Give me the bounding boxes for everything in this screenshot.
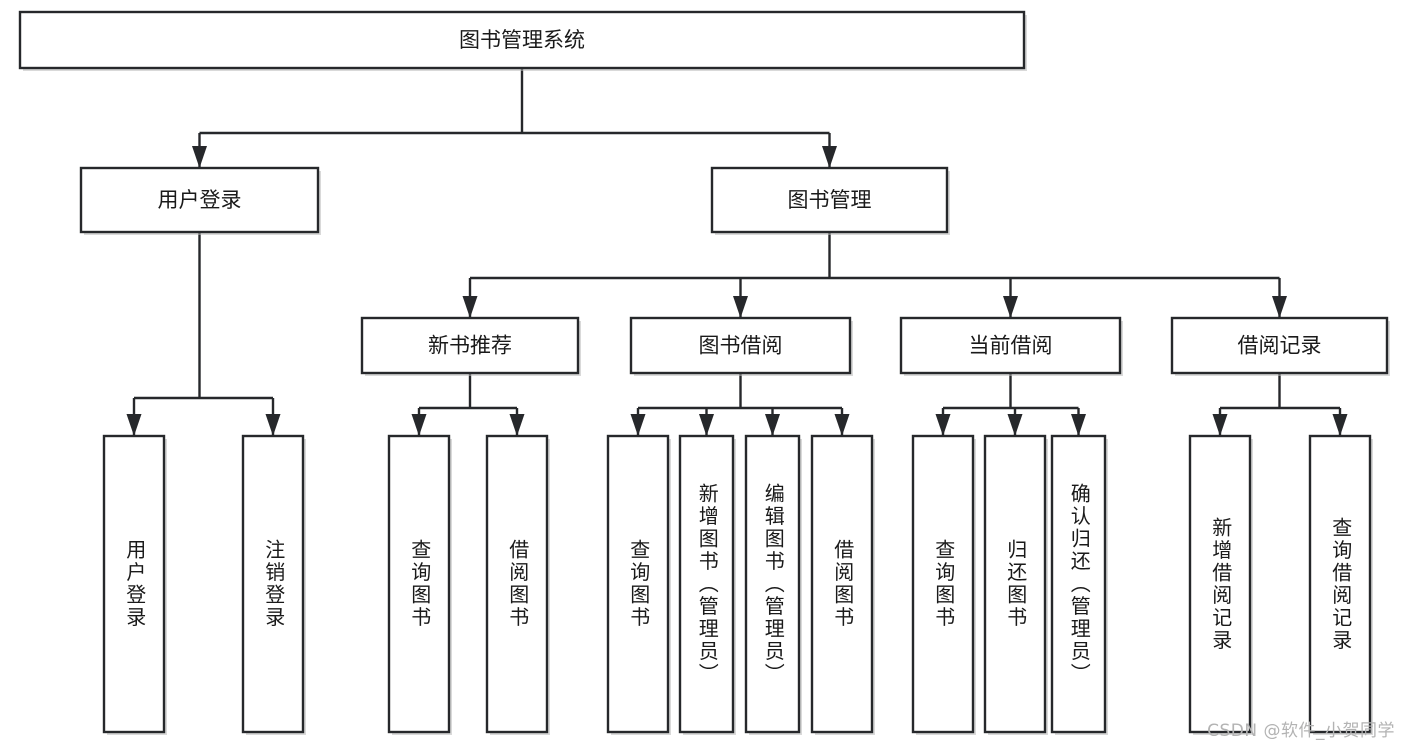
node-label-book-borrow: 图书借阅	[699, 334, 783, 358]
node-box-leaf-add-book[interactable]	[678, 434, 735, 734]
node-box-root[interactable]	[18, 10, 1026, 70]
node-box-leaf-user-login[interactable]	[102, 434, 166, 734]
arrow-head	[765, 414, 780, 436]
node-box-leaf-query-book-rec[interactable]	[387, 434, 451, 734]
node-label-user-login: 用户登录	[158, 188, 242, 212]
arrow-head	[192, 146, 207, 168]
node-box-leaf-return-book[interactable]	[983, 434, 1047, 734]
edges-layer	[126, 68, 1348, 436]
arrow-head	[733, 296, 748, 318]
node-box-leaf-add-record[interactable]	[1188, 434, 1252, 734]
node-box-leaf-query-record[interactable]	[1308, 434, 1372, 734]
node-label-borrow-record: 借阅记录	[1238, 334, 1322, 358]
node-box-leaf-confirm-return[interactable]	[1050, 434, 1107, 734]
arrow-head	[1003, 296, 1018, 318]
arrow-head	[411, 414, 427, 436]
node-box-leaf-edit-book[interactable]	[744, 434, 801, 734]
arrow-head	[1007, 414, 1023, 436]
node-box-user-login[interactable]	[79, 166, 320, 234]
node-box-current-borrow[interactable]	[899, 316, 1122, 375]
arrow-head	[509, 414, 525, 436]
arrow-head	[462, 296, 478, 318]
arrow-head	[265, 414, 281, 436]
arrow-head	[699, 414, 714, 436]
node-label-book-manage: 图书管理	[788, 188, 872, 212]
node-label-current-borrow: 当前借阅	[969, 334, 1053, 358]
arrow-head	[1272, 296, 1287, 318]
arrow-head	[834, 414, 850, 436]
arrow-head	[935, 414, 951, 436]
node-label-root: 图书管理系统	[459, 28, 585, 52]
arrow-head	[822, 146, 837, 168]
arrow-head	[630, 414, 646, 436]
node-label-new-book-recommend: 新书推荐	[428, 334, 512, 358]
node-box-leaf-borrow-book-bb[interactable]	[810, 434, 874, 734]
node-box-book-manage[interactable]	[710, 166, 949, 234]
arrow-head	[1212, 414, 1228, 436]
node-box-borrow-record[interactable]	[1170, 316, 1389, 375]
node-box-book-borrow[interactable]	[629, 316, 852, 375]
node-box-leaf-query-book-bb[interactable]	[606, 434, 670, 734]
watermark-text: CSDN @软件_小贺同学	[1207, 721, 1395, 741]
node-box-leaf-user-logout[interactable]	[241, 434, 305, 734]
arrow-head	[1071, 414, 1086, 436]
node-box-new-book-recommend[interactable]	[360, 316, 580, 375]
arrow-head	[126, 414, 142, 436]
node-box-leaf-borrow-book-rec[interactable]	[485, 434, 549, 734]
arrow-head	[1332, 414, 1348, 436]
node-box-leaf-query-book-cb[interactable]	[911, 434, 975, 734]
